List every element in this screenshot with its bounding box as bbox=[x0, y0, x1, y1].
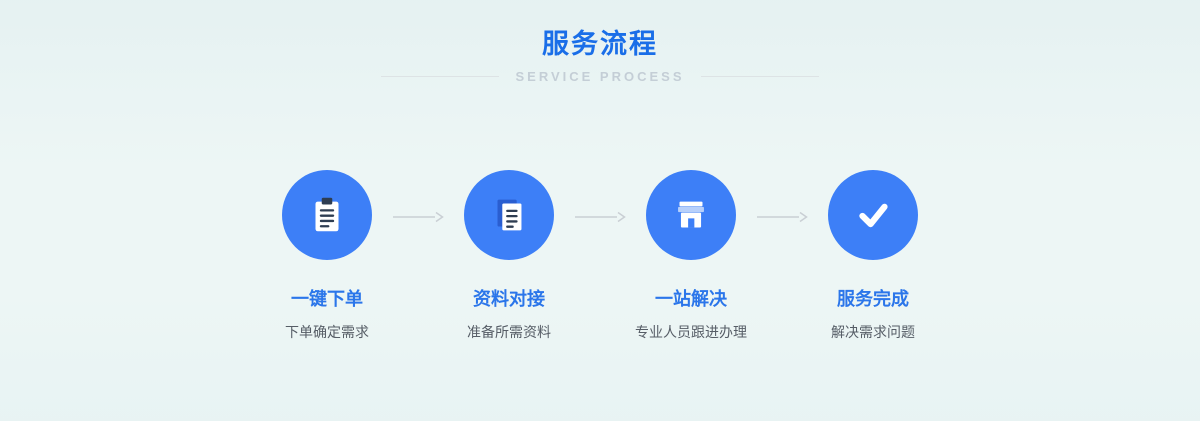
arrow-right-icon bbox=[388, 210, 448, 228]
arrow-right-icon bbox=[570, 210, 630, 228]
step-description: 解决需求问题 bbox=[831, 324, 915, 341]
step-title: 服务完成 bbox=[837, 289, 909, 310]
step-circle bbox=[282, 170, 372, 261]
process-step-onestop: 一站解决 专业人员跟进办理 bbox=[630, 170, 752, 342]
step-circle bbox=[828, 170, 918, 261]
subtitle-divider-left bbox=[381, 76, 500, 78]
clipboard-icon bbox=[304, 192, 350, 238]
section-subtitle-row: SERVICE PROCESS bbox=[0, 69, 1200, 84]
process-step-materials: 资料对接 准备所需资料 bbox=[448, 170, 570, 342]
process-step-order: 一键下单 下单确定需求 bbox=[266, 170, 388, 342]
checkmark-icon bbox=[850, 192, 896, 238]
section-header: 服务流程 SERVICE PROCESS bbox=[0, 0, 1200, 84]
storefront-icon bbox=[668, 192, 714, 238]
subtitle-divider-right bbox=[700, 76, 819, 78]
step-title: 资料对接 bbox=[473, 289, 545, 310]
arrow-right-icon bbox=[752, 210, 812, 228]
step-circle bbox=[464, 170, 554, 261]
step-circle bbox=[646, 170, 736, 261]
step-title: 一键下单 bbox=[291, 289, 363, 310]
step-description: 专业人员跟进办理 bbox=[635, 324, 747, 341]
step-description: 下单确定需求 bbox=[285, 324, 369, 341]
section-title: 服务流程 bbox=[542, 29, 658, 59]
step-description: 准备所需资料 bbox=[467, 324, 551, 341]
process-steps: 一键下单 下单确定需求 bbox=[0, 170, 1200, 342]
section-subtitle: SERVICE PROCESS bbox=[515, 69, 685, 85]
documents-icon bbox=[486, 192, 532, 238]
process-step-complete: 服务完成 解决需求问题 bbox=[812, 170, 934, 342]
step-title: 一站解决 bbox=[655, 289, 727, 310]
